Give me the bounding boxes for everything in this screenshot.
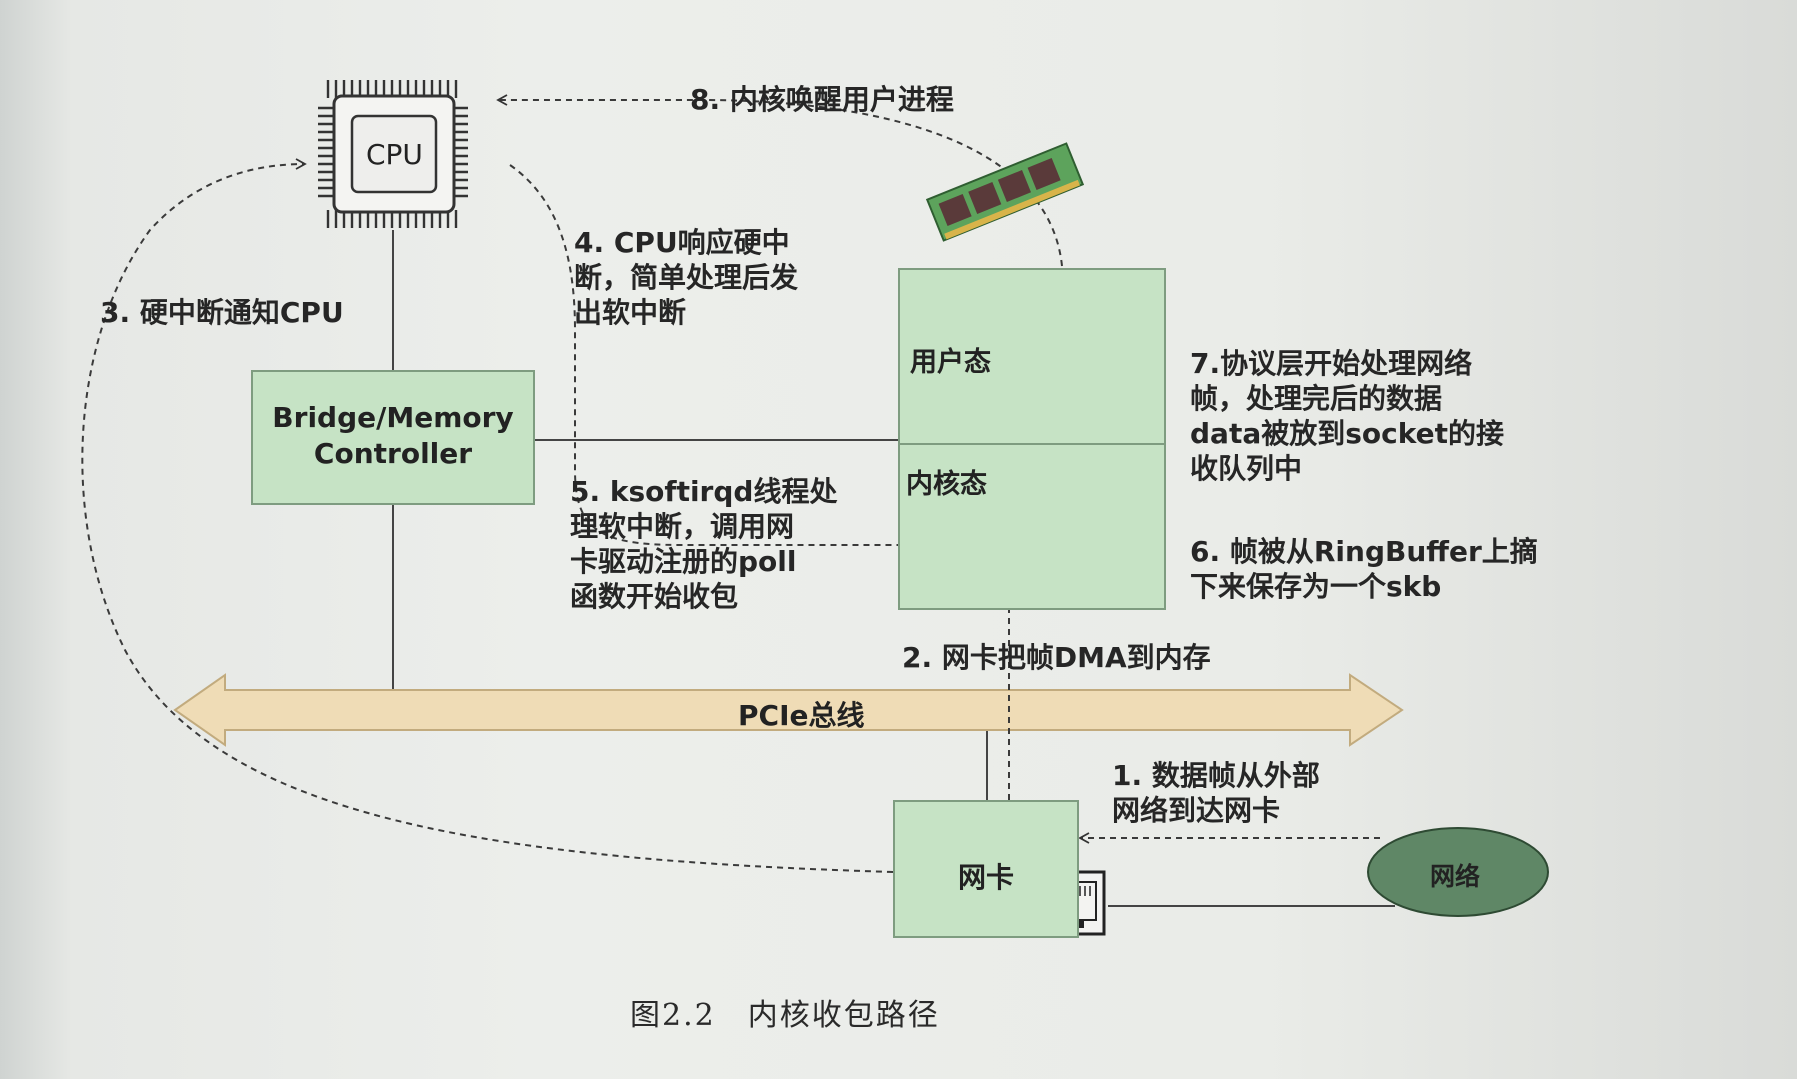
user-kernel-divider [898, 443, 1166, 445]
step1-label: 1. 数据帧从外部 网络到达网卡 [1112, 759, 1320, 827]
pcie-bus-label: PCIe总线 [738, 699, 865, 732]
step8-label: 8. 内核唤醒用户进程 [690, 83, 954, 116]
kernel-mode-label: 内核态 [906, 469, 987, 500]
step7-label: 7.协议层开始处理网络 帧，处理完后的数据 data被放到socket的接 收队… [1190, 347, 1504, 485]
arrow-step3 [81, 158, 894, 873]
step2-label: 2. 网卡把帧DMA到内存 [902, 641, 1211, 674]
user-mode-label: 用户态 [910, 347, 991, 378]
nic-box [893, 800, 1079, 938]
cpu-chip-icon [318, 80, 468, 228]
bridge-memory-controller-box [251, 370, 535, 505]
memory-module-icon [925, 142, 1085, 242]
step3-label: 3. 硬中断通知CPU [100, 296, 344, 329]
bus-connector-lines [392, 230, 1395, 907]
step4-label: 4. CPU响应硬中 断，简单处理后发 出软中断 [574, 226, 799, 329]
network-label: 网络 [1430, 862, 1481, 891]
bridge-controller-label: Bridge/Memory Controller [272, 401, 514, 470]
step6-label: 6. 帧被从RingBuffer上摘 下来保存为一个skb [1190, 535, 1538, 603]
figure-caption: 图2.2 内核收包路径 [630, 998, 940, 1033]
step5-label: 5. ksoftirqd线程处 理软中断，调用网 卡驱动注册的poll 函数开始… [570, 475, 838, 613]
nic-label: 网卡 [958, 861, 1015, 894]
cpu-label: CPU [366, 138, 423, 171]
arrow-step4-5 [509, 164, 952, 551]
network-ellipse [1367, 827, 1549, 917]
pcie-bus-arrow [173, 673, 1404, 747]
memory-box [898, 268, 1166, 610]
